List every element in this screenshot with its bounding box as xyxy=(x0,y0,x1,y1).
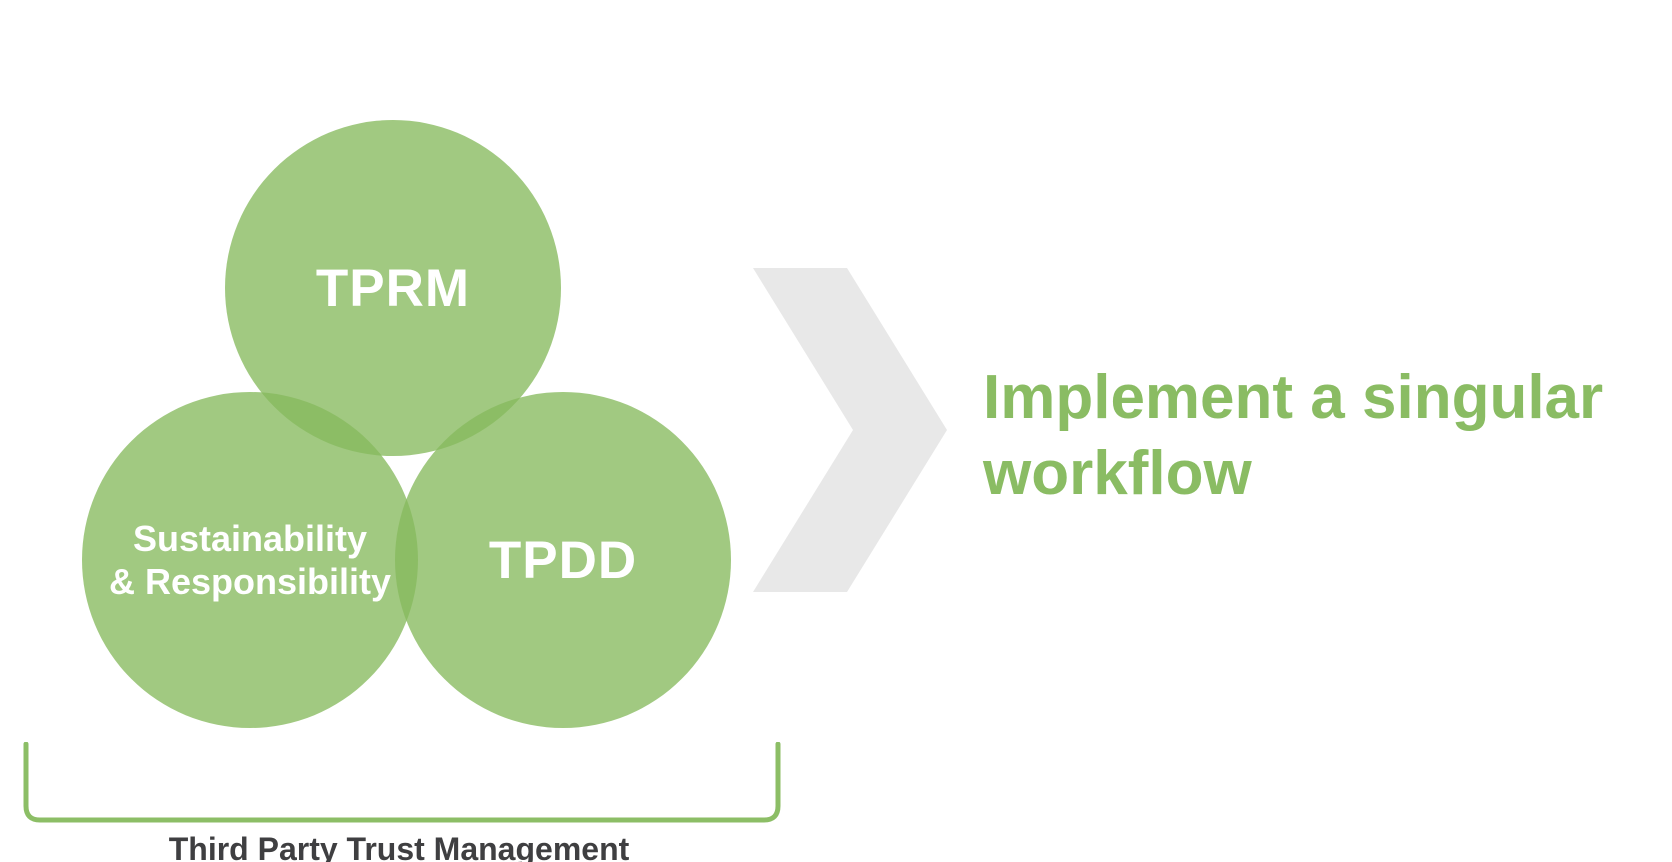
chevron-right-icon xyxy=(753,268,947,592)
bracket-caption: Third Party Trust Management xyxy=(168,831,630,862)
tprm-label: TPRM xyxy=(315,258,471,318)
sustainability-label: Sustainability & Responsibility xyxy=(108,517,392,602)
bracket-icon xyxy=(23,742,781,823)
tpdd-label: TPDD xyxy=(488,530,638,590)
venn-circle-sustainability: Sustainability & Responsibility xyxy=(82,392,418,728)
venn-circle-tpdd: TPDD xyxy=(395,392,731,728)
headline-text: Implement a singular workflow xyxy=(983,363,1604,509)
